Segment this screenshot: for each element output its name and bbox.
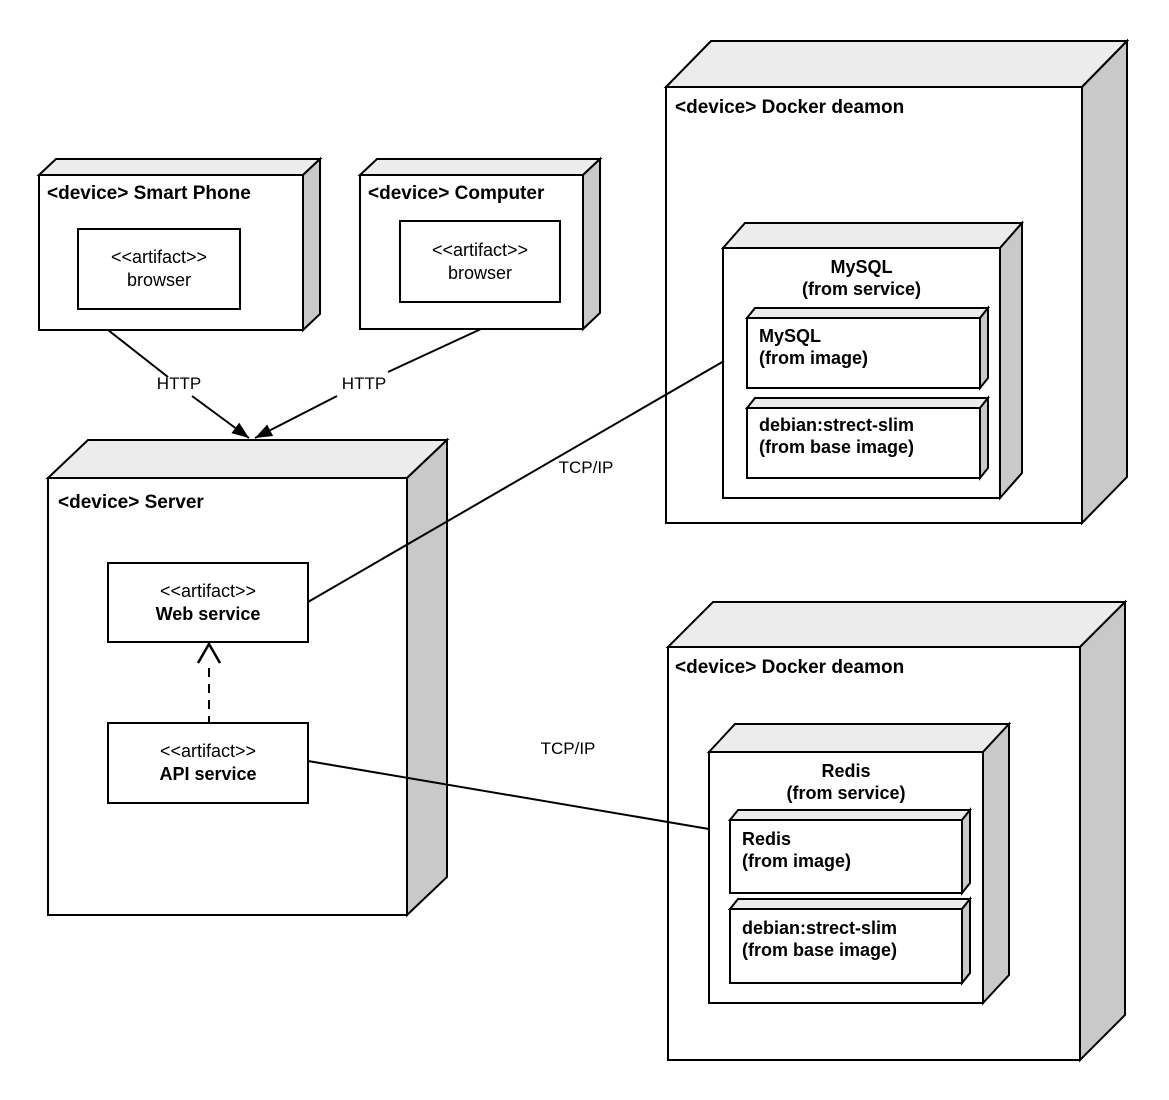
- node-server: [45, 437, 450, 918]
- server-title: <device> Server: [58, 492, 204, 513]
- edge-computer-http-arrowhead: [255, 424, 274, 438]
- redis-service-name: Redis: [821, 761, 871, 781]
- smartphone-side-face: [302, 156, 321, 333]
- node-redis-image: [727, 807, 973, 896]
- node-mysql-base-image: [744, 395, 991, 481]
- redis-service-origin: (from service): [786, 783, 906, 803]
- http-label-computer: HTTP: [341, 374, 387, 393]
- redis-image-label: Redis (from image): [742, 828, 851, 872]
- mysql-base-top-face: [744, 397, 991, 409]
- smartphone-browser-artifact: <<artifact>> browser: [78, 229, 240, 309]
- computer-side-face: [582, 156, 601, 332]
- smartphone-artifact-name: browser: [126, 270, 192, 290]
- computer-top-face: [357, 158, 603, 176]
- dependency-open-arrowhead: [196, 641, 222, 664]
- redis-image-front-face: [729, 819, 963, 894]
- api-service-artifact: <<artifact>> API service: [108, 723, 308, 803]
- node-computer: [357, 156, 603, 332]
- mysql-image-origin: (from image): [759, 348, 869, 368]
- node-docker-daemon-mysql: [663, 38, 1130, 526]
- redis-base-origin: (from base image): [742, 940, 898, 960]
- web-service-stereotype: <<artifact>>: [159, 580, 257, 601]
- edge-webservice-mysql-tcpip: [307, 360, 725, 603]
- web-service-artifact: <<artifact>> Web service: [108, 563, 308, 642]
- redis-image-top-face: [727, 809, 973, 821]
- mysql-base-side-face: [979, 395, 989, 481]
- mysql-base-label: debian:strect-slim (from base image): [759, 414, 914, 458]
- node-mysql-image: [744, 305, 991, 391]
- mysql-base-name: debian:strect-slim: [759, 415, 915, 435]
- web-service-artifact-box: [107, 562, 309, 643]
- smartphone-browser-artifact-box: [77, 228, 241, 310]
- docker-redis-side-face: [1079, 599, 1126, 1063]
- node-smartphone: [36, 156, 323, 333]
- redis-image-name: Redis: [742, 829, 792, 849]
- redis-base-side-face: [961, 896, 971, 986]
- mysql-image-label: MySQL (from image): [759, 325, 868, 369]
- mysql-service-origin: (from service): [801, 279, 922, 299]
- edge-apiservice-redis-tcpip: [307, 760, 710, 830]
- tcpip-label-api-redis: TCP/IP: [540, 739, 596, 758]
- redis-base-name: debian:strect-slim: [742, 918, 898, 938]
- node-redis-service: [706, 721, 1012, 1006]
- redis-image-origin: (from image): [742, 851, 852, 871]
- server-front-face: [47, 477, 408, 916]
- edge-smartphone-http-arrowhead: [231, 422, 249, 438]
- http-label-smartphone: HTTP: [156, 374, 202, 393]
- edge-computer-http-segment-a: [387, 328, 482, 373]
- docker-mysql-side-face: [1081, 38, 1128, 526]
- docker-redis-title: <device> Docker deamon: [675, 657, 905, 678]
- computer-artifact-stereotype: <<artifact>>: [431, 239, 529, 260]
- computer-browser-artifact-box: [399, 220, 561, 303]
- tcpip-label-web-mysql: TCP/IP: [558, 458, 614, 477]
- redis-service-side-face: [982, 721, 1010, 1006]
- smartphone-top-face: [36, 158, 323, 176]
- node-mysql-service: [720, 220, 1025, 501]
- docker-redis-top-face: [665, 601, 1128, 648]
- web-service-name: Web service: [155, 603, 261, 624]
- edge-smartphone-http-segment-a: [107, 329, 169, 378]
- server-side-face: [406, 437, 448, 918]
- smartphone-artifact-stereotype: <<artifact>>: [110, 247, 208, 267]
- api-service-artifact-box: [107, 722, 309, 804]
- node-redis-base-image: [727, 896, 973, 986]
- mysql-service-top-face: [720, 222, 1025, 249]
- redis-base-front-face: [729, 908, 963, 984]
- computer-title: <device> Computer: [368, 183, 545, 204]
- docker-mysql-top-face: [663, 40, 1130, 88]
- computer-browser-artifact: <<artifact>> browser: [400, 221, 560, 302]
- redis-base-label: debian:strect-slim (from base image): [742, 917, 897, 961]
- mysql-image-top-face: [744, 307, 991, 319]
- mysql-image-side-face: [979, 305, 989, 391]
- server-top-face: [45, 439, 450, 479]
- mysql-base-origin: (from base image): [759, 437, 915, 457]
- mysql-service-title: MySQL (from service): [723, 256, 1000, 300]
- redis-service-top-face: [706, 723, 1012, 753]
- mysql-base-front-face: [746, 407, 981, 479]
- docker-mysql-title: <device> Docker deamon: [675, 97, 905, 118]
- smartphone-title: <device> Smart Phone: [47, 183, 251, 204]
- mysql-service-name: MySQL: [830, 257, 893, 277]
- mysql-image-front-face: [746, 317, 981, 389]
- edges: [107, 328, 725, 830]
- api-service-stereotype: <<artifact>>: [159, 741, 257, 761]
- mysql-image-name: MySQL: [759, 326, 822, 346]
- redis-service-title: Redis (from service): [709, 760, 983, 804]
- computer-artifact-name: browser: [447, 262, 513, 283]
- node-docker-daemon-redis: [665, 599, 1128, 1063]
- mysql-service-side-face: [999, 220, 1023, 501]
- redis-base-top-face: [727, 898, 973, 910]
- redis-image-side-face: [961, 807, 971, 896]
- api-service-name: API service: [159, 764, 257, 784]
